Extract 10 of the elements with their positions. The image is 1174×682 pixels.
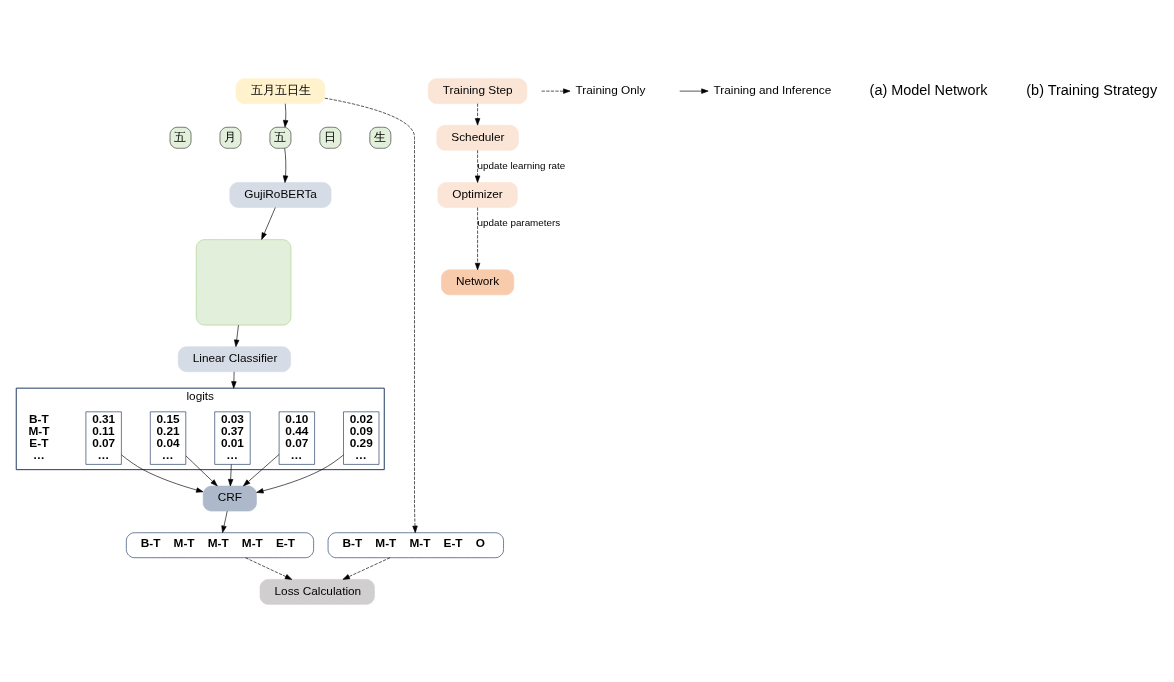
legend-label: Training Only xyxy=(575,82,646,97)
label: B-T xyxy=(29,411,49,426)
label: E-T xyxy=(29,435,49,450)
legend-label: Training and Inference xyxy=(713,82,832,97)
label: M-T xyxy=(28,423,50,438)
label: (b) Training Strategy xyxy=(1026,81,1158,98)
edge-label: update learning rate xyxy=(477,159,566,171)
label: (a) Model Network xyxy=(869,81,988,98)
label: … xyxy=(33,447,45,462)
edge-label: update parameters xyxy=(477,216,561,228)
